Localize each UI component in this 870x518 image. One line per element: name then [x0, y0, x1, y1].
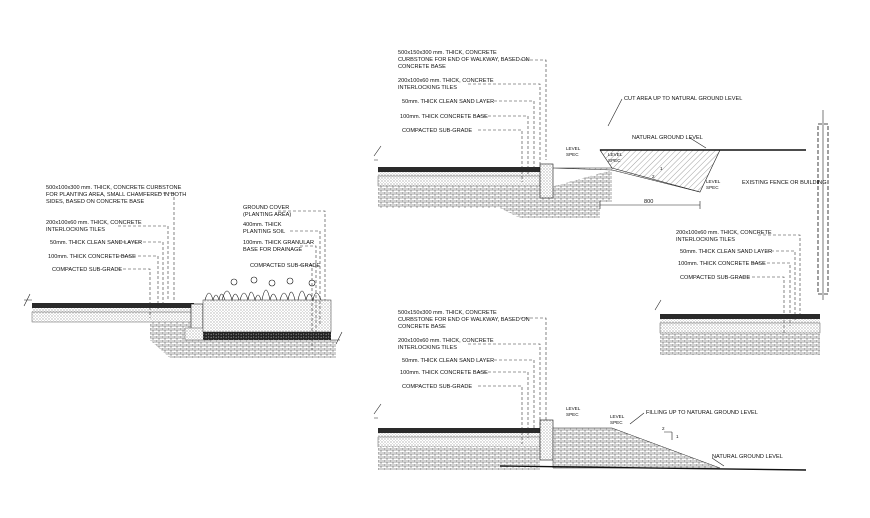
tiles-layer-c: [660, 314, 820, 319]
slope-d-1: 1: [676, 434, 679, 439]
level-spec-b1: LEVEL: [566, 146, 581, 151]
label-a-5: 50mm. THICK CLEAN SAND LAYER: [50, 240, 142, 246]
label-d-4: INTERLOCKING TILES: [398, 345, 457, 351]
curbstone: [190, 303, 204, 331]
label-a-7: COMPACTED SUB-GRADE: [52, 267, 122, 273]
level-spec-b1b: SPEC: [566, 152, 579, 157]
fence-label: EXISTING FENCE OR BUILDING: [742, 180, 827, 186]
level-spec-b2: LEVEL: [608, 152, 623, 157]
dimension-800: 800: [644, 199, 653, 205]
tiles-layer-d: [378, 428, 540, 433]
label-b-5: 50mm. THICK CLEAN SAND LAYER: [402, 99, 494, 105]
label-a-1: FOR PLANTING AREA, SMALL CHAMFERED IN BO…: [46, 192, 186, 198]
label-c-0: 200x100x60 mm. THICK, CONCRETE: [676, 230, 772, 236]
level-spec-d1b: SPEC: [566, 412, 579, 417]
sand-layer-c: [660, 319, 820, 323]
planting-soil: [202, 299, 332, 333]
fill-area: [552, 427, 721, 469]
subgrade-b: [378, 186, 600, 218]
label-a-r3: PLANTING SOIL: [243, 229, 285, 235]
label-b-1: CURBSTONE FOR END OF WALKWAY, BASED ON: [398, 57, 530, 63]
label-a-0: 500x100x300 mm. THICK, CONCRETE CURBSTON…: [46, 185, 182, 191]
label-a-3: 200x100x60 mm. THICK, CONCRETE: [46, 220, 142, 226]
label-a-r0: GROUND COVER: [243, 205, 289, 211]
sand-layer-d: [378, 433, 540, 437]
fill-area-label: FILLING UP TO NATURAL GROUND LEVEL: [646, 410, 758, 416]
label-d-1: CURBSTONE FOR END OF WALKWAY, BASED ON: [398, 317, 530, 323]
section-c: 200x100x60 mm. THICK, CONCRETE INTERLOCK…: [654, 230, 821, 355]
sand-layer-b: [378, 172, 540, 176]
tiles-layer-b: [378, 167, 540, 172]
label-b-0: 500x150x300 mm. THICK, CONCRETE: [398, 50, 497, 56]
slope-d-2: 2: [662, 426, 665, 431]
label-a-2: SIDES, BASED ON CONCRETE BASE: [46, 199, 144, 205]
level-spec-b2b: SPEC: [608, 158, 621, 163]
section-b: 800 500x150x300 mm. THICK, CONCRETE CURB…: [373, 50, 829, 300]
label-b-3: 200x100x60 mm. THICK, CONCRETE: [398, 78, 494, 84]
label-d-3: 200x100x60 mm. THICK, CONCRETE: [398, 338, 494, 344]
concrete-base-b: [377, 175, 541, 187]
label-a-r2: 400mm. THICK: [243, 222, 282, 228]
label-a-r1: (PLANTING AREA): [243, 212, 291, 218]
subgrade-d: [378, 447, 540, 470]
level-spec-d2: LEVEL: [610, 414, 625, 419]
label-b-7: COMPACTED SUB-GRADE: [402, 128, 472, 134]
natural-ground-label-d: NATURAL GROUND LEVEL: [712, 454, 783, 460]
label-d-6: 100mm. THICK CONCRETE BASE: [400, 370, 488, 376]
ground-cover-plants: [204, 276, 322, 302]
label-c-1: INTERLOCKING TILES: [676, 237, 735, 243]
label-b-6: 100mm. THICK CONCRETE BASE: [400, 114, 488, 120]
cut-area-label: CUT AREA UP TO NATURAL GROUND LEVEL: [624, 96, 742, 102]
subgrade-c: [660, 333, 820, 355]
tiles-layer: [32, 303, 194, 308]
concrete-base: [31, 311, 195, 323]
label-b-2: CONCRETE BASE: [398, 64, 446, 70]
curbstone-d: [539, 419, 554, 461]
label-b-4: INTERLOCKING TILES: [398, 85, 457, 91]
label-a-6: 100mm. THICK CONCRETE BASE: [48, 254, 136, 260]
slope-b-2: 2: [652, 174, 655, 179]
label-c-2: 50mm. THICK CLEAN SAND LAYER: [680, 249, 772, 255]
label-a-r4: 100mm. THICK GRANULAR: [243, 240, 314, 246]
slope-b-1: 1: [660, 166, 663, 171]
label-d-2: CONCRETE BASE: [398, 324, 446, 330]
level-spec-d1: LEVEL: [566, 406, 581, 411]
curbstone-b: [539, 163, 554, 199]
label-c-4: COMPACTED SUB-GRADE: [680, 275, 750, 281]
section-d: 500x150x300 mm. THICK, CONCRETE CURBSTON…: [373, 310, 807, 471]
label-d-0: 500x150x300 mm. THICK, CONCRETE: [398, 310, 497, 316]
granular-base: [203, 332, 331, 340]
label-c-3: 100mm. THICK CONCRETE BASE: [678, 261, 766, 267]
concrete-base-c: [659, 322, 821, 334]
label-d-7: COMPACTED SUB-GRADE: [402, 384, 472, 390]
level-spec-b3: LEVEL: [706, 179, 721, 184]
level-spec-b3b: SPEC: [706, 185, 719, 190]
label-a-4: INTERLOCKING TILES: [46, 227, 105, 233]
sand-layer: [32, 308, 194, 312]
concrete-base-d: [377, 436, 541, 448]
level-spec-d2b: SPEC: [610, 420, 623, 425]
label-a-r6: COMPACTED SUB-GRADE: [250, 263, 320, 269]
natural-ground-label-b: NATURAL GROUND LEVEL: [632, 135, 703, 141]
subgrade-b-right: [540, 170, 612, 202]
label-d-5: 50mm. THICK CLEAN SAND LAYER: [402, 358, 494, 364]
label-a-r5: BASE FOR DRAINAGE: [243, 247, 302, 253]
section-a: 500x100x300 mm. THICK, CONCRETE CURBSTON…: [23, 185, 343, 358]
